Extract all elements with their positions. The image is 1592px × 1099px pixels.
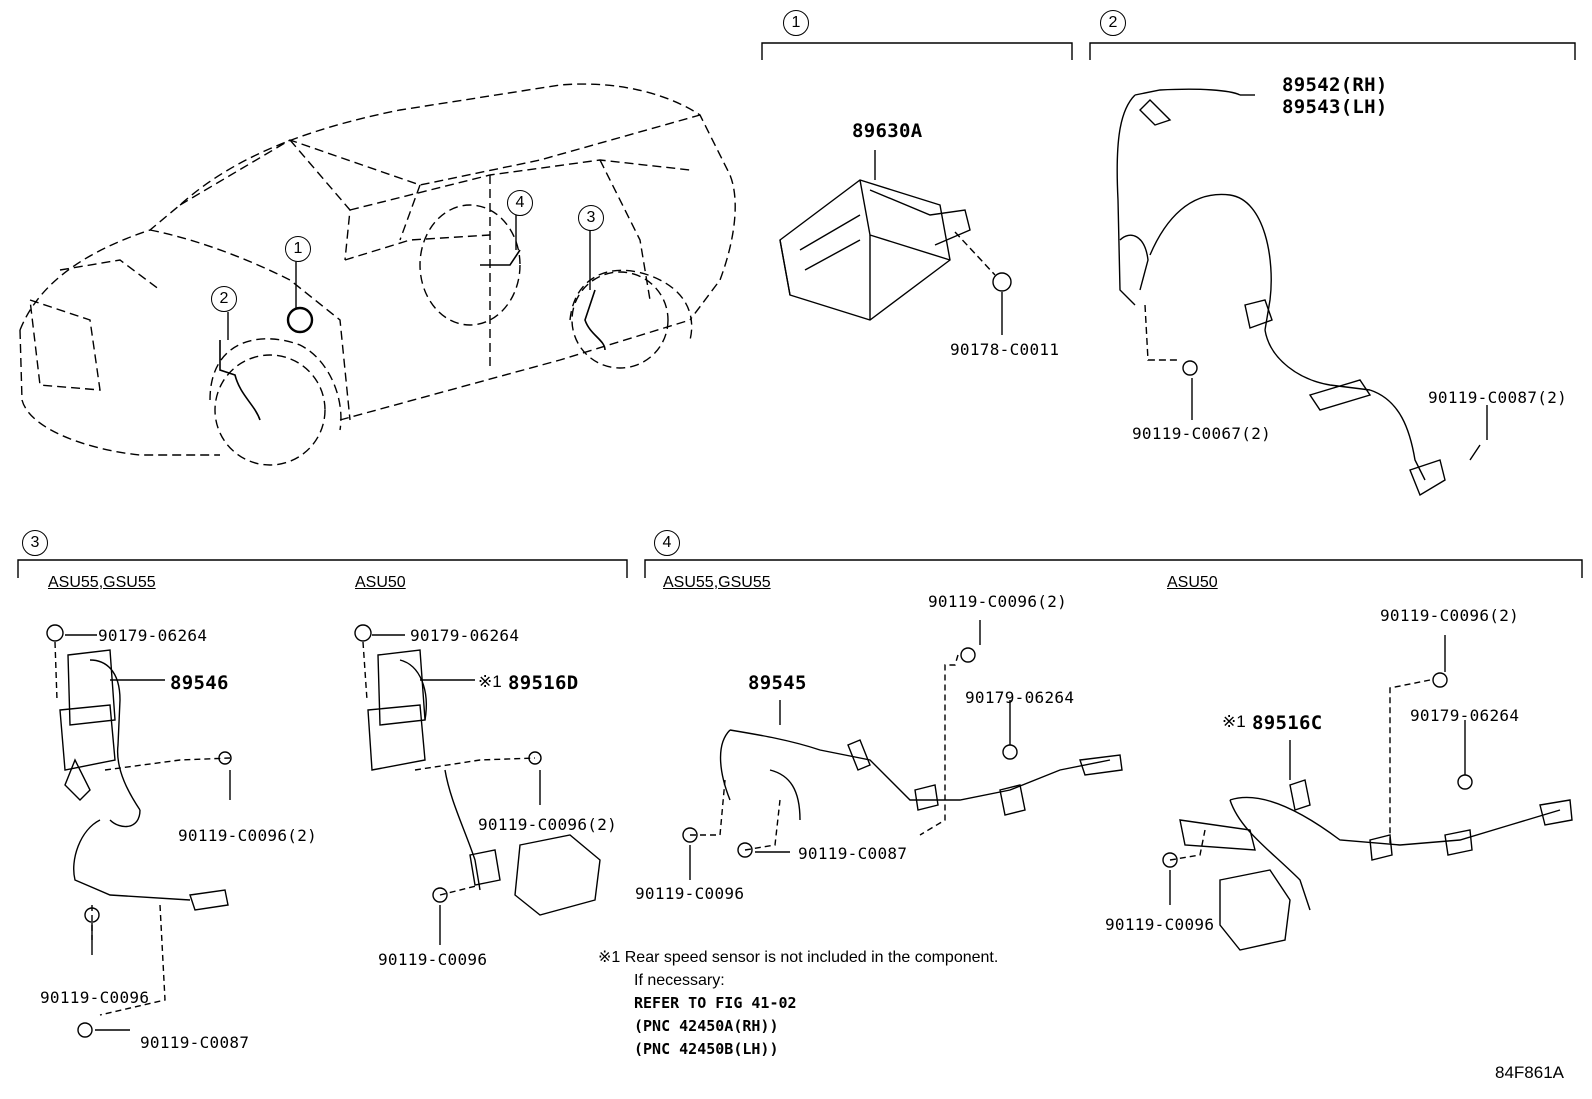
part-label-s4-90119-c0096-b[interactable]: 90119-C0096: [1105, 915, 1215, 934]
part-label-89516d[interactable]: 89516D: [508, 672, 579, 694]
section-4-bracket: [644, 559, 1583, 578]
part-label-89542-rh[interactable]: 89542(RH): [1282, 74, 1388, 96]
variant-label-s4-left: ASU55,GSU55: [663, 574, 771, 591]
part-label-s3-90119-c0087[interactable]: 90119-C0087: [140, 1033, 250, 1052]
part-label-s3-90119-c0096-2-a[interactable]: 90119-C0096(2): [178, 826, 318, 845]
front-sensor-artwork: [1116, 88, 1446, 497]
vehicle-outline: [19, 83, 736, 466]
part-label-90119-c0087-2[interactable]: 90119-C0087(2): [1428, 388, 1568, 407]
car-callout-3: 3: [578, 205, 604, 231]
footnote: ※1 Rear speed sensor is not included in …: [598, 946, 998, 1061]
section-2-bracket: [1089, 42, 1576, 60]
s4-left-harness-artwork: [719, 700, 1123, 821]
part-label-89543-lh[interactable]: 89543(LH): [1282, 96, 1388, 118]
part-label-s3-90179-06264-b[interactable]: 90179-06264: [410, 626, 520, 645]
part-label-89630a[interactable]: 89630A: [852, 120, 923, 142]
section-number-1: 1: [783, 10, 809, 36]
s4-right-harness-artwork: [1179, 740, 1573, 951]
variant-label-s3-left: ASU55,GSU55: [48, 574, 156, 591]
car-callout-2: 2: [211, 286, 237, 312]
footnote-line-4: (PNC 42450A(RH)): [634, 1017, 779, 1035]
part-label-89516c[interactable]: 89516C: [1252, 712, 1323, 734]
section-3-bracket: [17, 559, 628, 578]
figure-code: 84F861A: [1495, 1063, 1564, 1082]
part-label-90119-c0067[interactable]: 90119-C0067(2): [1132, 424, 1272, 443]
part-label-s4-90119-c0096-2-a[interactable]: 90119-C0096(2): [928, 592, 1068, 611]
part-label-s4-90119-c0096-a[interactable]: 90119-C0096: [635, 884, 745, 903]
footnote-line-2: If necessary:: [634, 972, 725, 989]
s3-right-sensor-artwork: [354, 624, 601, 916]
part-label-89545[interactable]: 89545: [748, 672, 807, 694]
car-callout-1: 1: [285, 236, 311, 262]
variant-label-s3-right: ASU50: [355, 574, 406, 591]
part-label-s3-90179-06264-a[interactable]: 90179-06264: [98, 626, 208, 645]
section-number-2: 2: [1100, 10, 1126, 36]
variant-label-s4-right: ASU50: [1167, 574, 1218, 591]
car-callout-4: 4: [507, 190, 533, 216]
part-label-90178-c0011[interactable]: 90178-C0011: [950, 340, 1060, 359]
footnote-line-3[interactable]: REFER TO FIG 41-02: [634, 994, 797, 1012]
part-label-s3-90119-c0096-a[interactable]: 90119-C0096: [40, 988, 150, 1007]
s4-sensor-note-mark: ※1: [1222, 712, 1246, 731]
part-label-s4-90119-c0096-2-b[interactable]: 90119-C0096(2): [1380, 606, 1520, 625]
part-label-s3-90119-c0096-2-b[interactable]: 90119-C0096(2): [478, 815, 618, 834]
section-number-4: 4: [654, 530, 680, 556]
s3-sensor-note-mark: ※1: [478, 672, 502, 691]
footnote-line-1: ※1 Rear speed sensor is not included in …: [598, 949, 999, 966]
ecu-artwork: [779, 179, 971, 321]
part-label-s3-90119-c0096-b[interactable]: 90119-C0096: [378, 950, 488, 969]
part-label-s4-90179-06264-a[interactable]: 90179-06264: [965, 688, 1075, 707]
s3-left-sensor-artwork: [46, 624, 229, 911]
section-number-3: 3: [22, 530, 48, 556]
part-label-89546[interactable]: 89546: [170, 672, 229, 694]
section-1-bracket: [761, 42, 1073, 60]
part-label-s4-90119-c0087[interactable]: 90119-C0087: [798, 844, 908, 863]
footnote-line-5: (PNC 42450B(LH)): [634, 1040, 779, 1058]
part-label-s4-90179-06264-b[interactable]: 90179-06264: [1410, 706, 1520, 725]
